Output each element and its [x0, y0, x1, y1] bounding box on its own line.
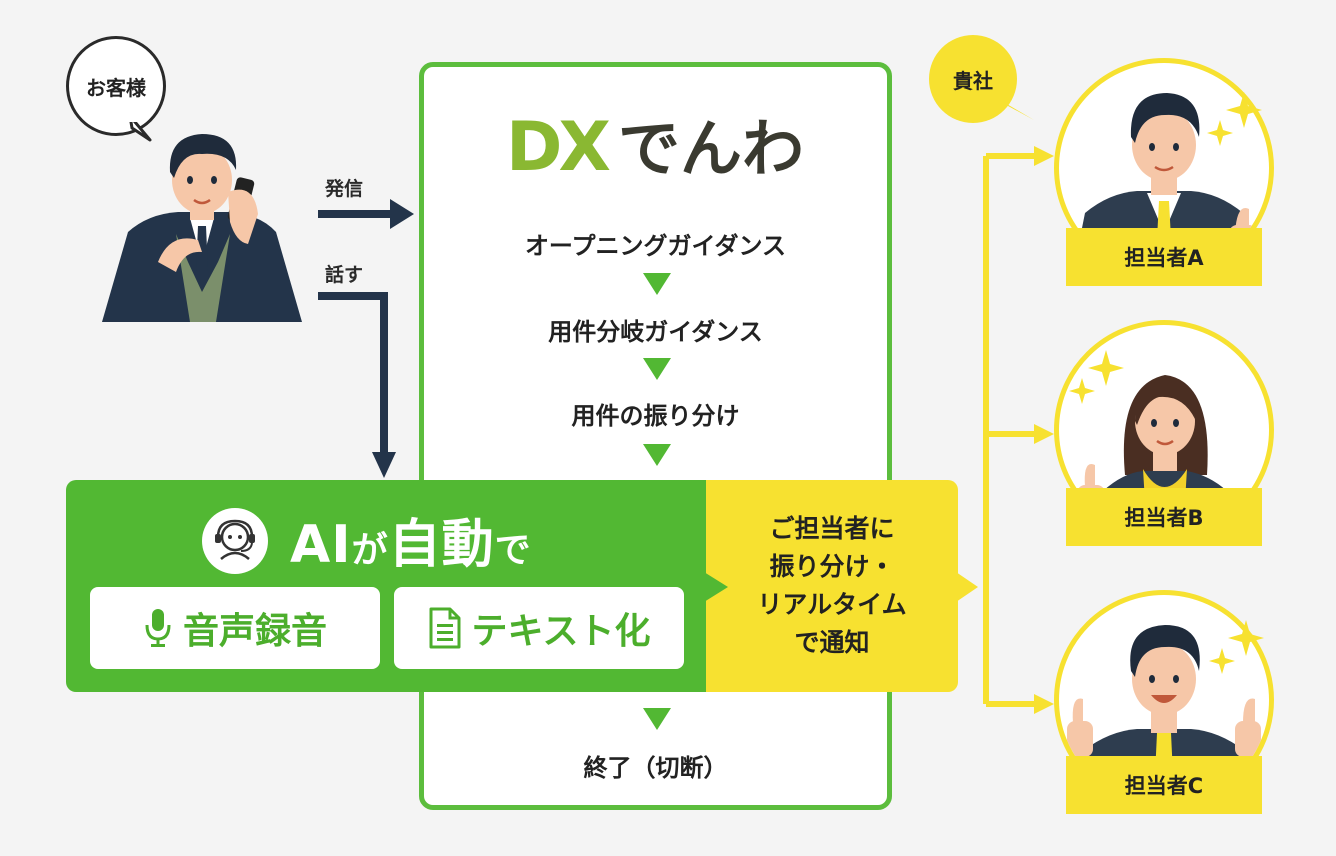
company-badge: 貴社 [929, 35, 1017, 123]
company-label: 貴社 [953, 68, 993, 93]
sparkle-icon [1069, 350, 1124, 404]
ai-title-ga: が [351, 530, 389, 571]
distribution-arrows [983, 146, 1054, 714]
text-conversion-chip: テキスト化 [394, 587, 684, 669]
notify-line-1: ご担当者に [769, 514, 895, 543]
call-arrow [318, 199, 414, 229]
step-down-arrow-1 [643, 273, 671, 295]
speak-arrow [318, 292, 396, 478]
step-end-disconnect: 終了（切断） [583, 754, 728, 782]
yellow-pointer-arrow [956, 572, 978, 602]
sparkle-icon [1209, 620, 1264, 674]
company-badge-tail [1000, 100, 1034, 120]
ai-operator-icon-wrap [202, 508, 268, 574]
call-label: 発信 [325, 178, 364, 200]
notify-line-3: リアルタイム [757, 590, 907, 619]
ai-title-auto: 自動 [388, 515, 495, 575]
dx-denwa-logo: DX でんわ [506, 98, 804, 188]
staff-a-tag: 担当者A [1066, 228, 1262, 286]
staff-a-name: 担当者A [1124, 246, 1204, 270]
voice-recording-label: 音声録音 [182, 611, 327, 652]
sparkle-icon [1207, 92, 1262, 146]
customer-businessman-illustration [102, 134, 302, 322]
step-down-arrow-4 [643, 708, 671, 730]
staff-b-tag: 担当者B [1066, 488, 1262, 546]
document-icon [429, 607, 461, 649]
staff-c-tag: 担当者C [1066, 756, 1262, 814]
notify-line-4: で通知 [794, 628, 870, 657]
speech-bubble-tail [128, 116, 152, 142]
staff-c-name: 担当者C [1124, 774, 1204, 798]
voice-recording-chip: 音声録音 [90, 587, 380, 669]
ai-title-de: で [494, 530, 532, 571]
staff-b-name: 担当者B [1124, 506, 1204, 530]
logo-denwa: でんわ [617, 112, 804, 185]
step-down-arrow-3 [643, 444, 671, 466]
logo-dx: DX [506, 108, 611, 187]
ai-operator-icon [215, 519, 255, 560]
text-conversion-label: テキスト化 [471, 611, 651, 652]
green-pointer-arrow [704, 572, 728, 602]
notification-box: ご担当者に 振り分け・ リアルタイム で通知 [706, 480, 958, 692]
speak-label: 話す [325, 264, 364, 286]
ai-title-ai: AI [290, 515, 352, 575]
step-branch-guidance: 用件分岐ガイダンス [548, 318, 763, 346]
microphone-icon [145, 609, 171, 647]
ai-automation-title: AIが自動で [290, 502, 532, 577]
customer-speech-bubble: お客様 [66, 36, 166, 136]
step-down-arrow-2 [643, 358, 671, 380]
step-opening-guidance: オープニングガイダンス [524, 232, 787, 260]
notify-line-2: 振り分け・ [769, 552, 895, 581]
step-routing: 用件の振り分け [571, 402, 740, 430]
customer-label: お客様 [86, 75, 146, 100]
